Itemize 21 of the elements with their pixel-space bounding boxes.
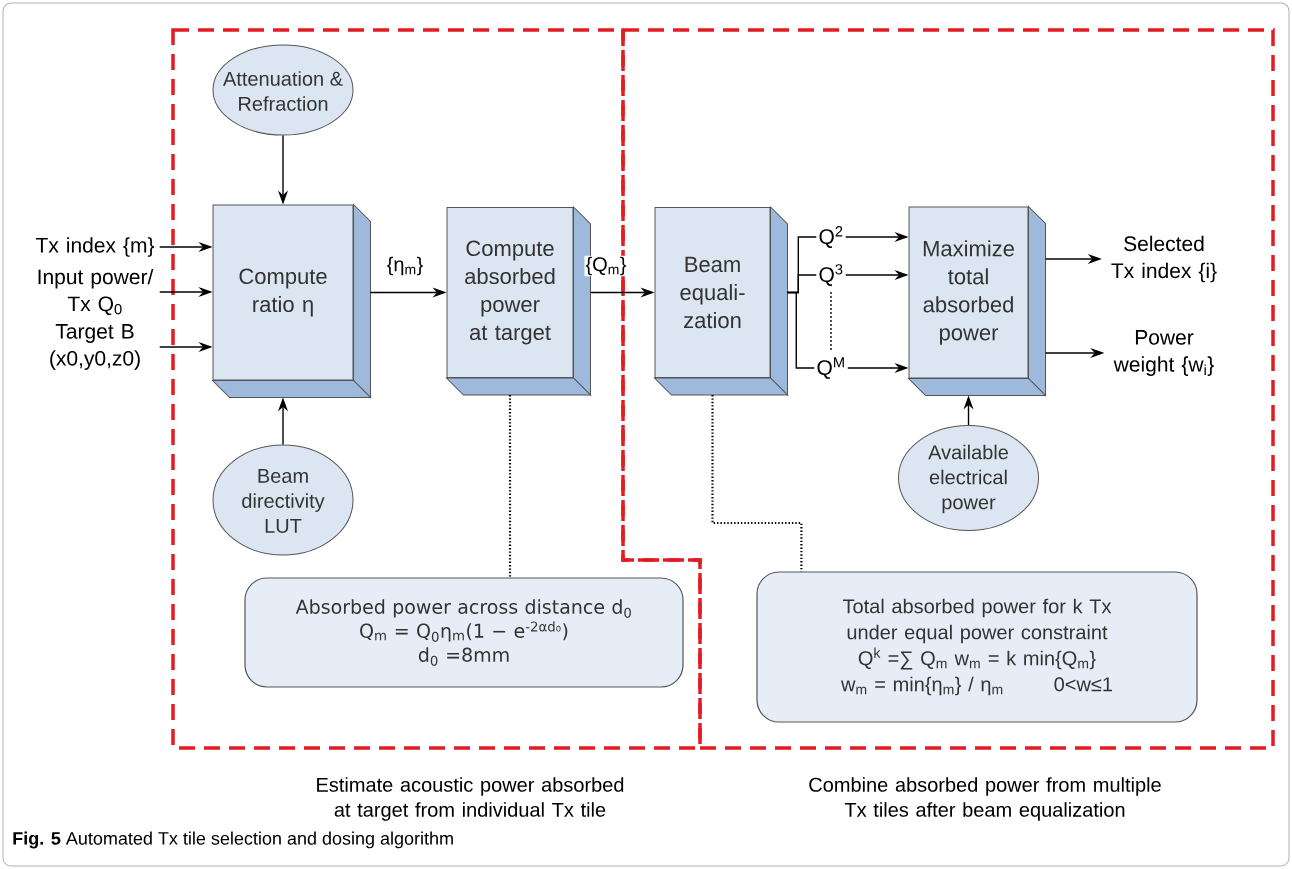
- input-label: Target B (x0,y0,z0): [50, 324, 140, 370]
- signal-label: Q$^{3}$: [819, 264, 843, 286]
- node-label: Estimate acoustic power absorbed at target from individual Tx tile: [317, 777, 624, 821]
- edge-label: {Q$_{m}$}: [584, 255, 628, 277]
- dotted-leader: [508, 395, 512, 578]
- dotted-leader: [711, 395, 803, 572]
- formula-box: Total absorbed power for k Tx under equal power constraint Q$^{k}$ =∑ Q$_{m}$ w$_{m}$ = k min{Q$_{m}$} w$_{m}$ = min{η$_{m}$} / η$_{m}$ 0<w≤1: [756, 571, 1198, 723]
- process-block: Beam equali- zation: [654, 206, 788, 396]
- input-label: Tx index {m}: [35, 237, 155, 257]
- output-label: Power weight {w$_{i}$}: [1113, 330, 1214, 376]
- signal-label: Q$^{2}$: [819, 226, 843, 248]
- input-label: Input power/ Tx Q$_{0}$: [38, 268, 154, 316]
- connector-line: [786, 291, 815, 369]
- node-label: Combine absorbed power from multiple Tx tiles after beam equalization: [809, 777, 1161, 821]
- figure-caption: Fig. 5 Automated Tx tile selection and dosing algorithm: [13, 831, 453, 849]
- signal-label: Q$^{M}$: [817, 357, 844, 379]
- process-block: Compute ratio η: [212, 204, 371, 398]
- formula-box: Absorbed power across distance d$_{0}$ Q$_{m}$ = Q$_{0}$η$_{m}$(1 − e$^{-2αd₀}$) d$_{0}$ =8mm: [244, 577, 684, 688]
- output-label: Selected Tx index {i}: [1111, 235, 1217, 283]
- process-block: Maximize total absorbed power: [908, 206, 1046, 396]
- edge-label: {η$_{m}$}: [385, 255, 425, 277]
